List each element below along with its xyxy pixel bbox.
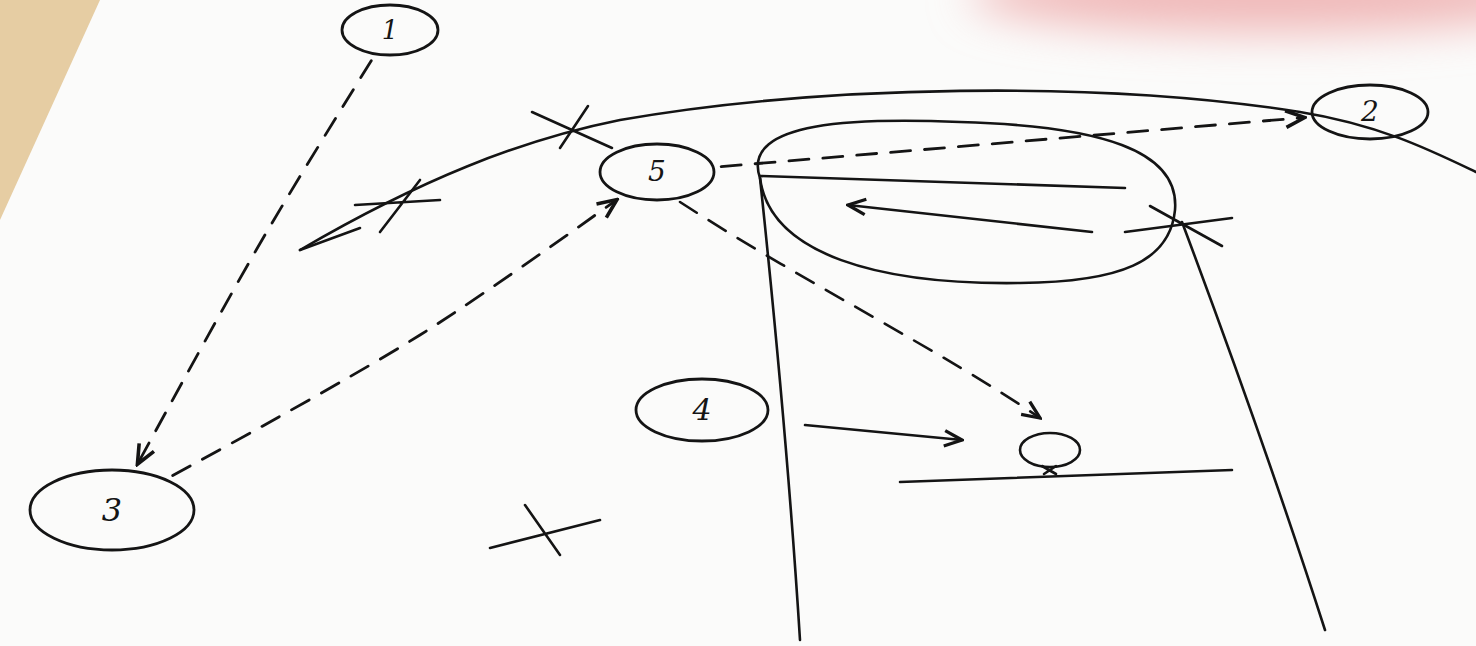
blur-shadow <box>970 0 1476 33</box>
player-number: 4 <box>692 395 711 425</box>
pass-arrow <box>721 117 1305 166</box>
lane-line <box>760 178 800 640</box>
cut-arrow <box>848 205 1092 232</box>
pass-arrow <box>137 61 371 465</box>
defender-x <box>1125 206 1232 246</box>
basket-mark <box>1042 466 1056 474</box>
circle-stroke <box>30 470 194 550</box>
three-point-arc <box>300 91 1476 250</box>
baseline <box>900 470 1232 482</box>
defender-x <box>490 505 600 555</box>
circle-stroke <box>342 5 438 55</box>
table-corner <box>0 0 100 220</box>
basket <box>1020 433 1080 467</box>
defender-x <box>300 180 440 250</box>
pass-arrow <box>173 200 617 476</box>
defender-x <box>532 106 612 148</box>
player-circle: 5 <box>598 142 716 202</box>
pass-arrow <box>680 202 1040 418</box>
player-number: 1 <box>382 17 399 43</box>
player-number: 2 <box>1361 98 1379 126</box>
player-circle: 2 <box>1310 83 1430 141</box>
free-throw-circle <box>758 121 1175 283</box>
player-circle: 4 <box>634 377 770 443</box>
cut-arrow <box>805 425 962 440</box>
circle-stroke <box>600 144 714 200</box>
lane-line <box>1182 222 1325 630</box>
player-circle: 1 <box>340 3 440 57</box>
circle-stroke <box>636 379 768 441</box>
free-throw-line <box>760 176 1125 188</box>
circle-stroke <box>1312 85 1428 139</box>
player-circle: 3 <box>28 468 196 552</box>
player-number: 5 <box>648 158 666 186</box>
player-number: 3 <box>102 494 122 526</box>
